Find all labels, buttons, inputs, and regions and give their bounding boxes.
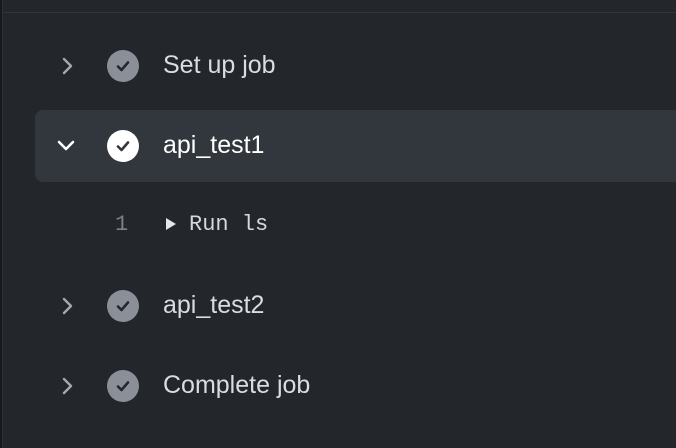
log-text: Run ls [189,212,269,237]
step-label: api_test2 [163,291,265,319]
chevron-down-icon[interactable] [55,135,77,157]
line-number: 1 [115,212,129,237]
step-complete-job[interactable]: Complete job [3,350,676,422]
chevron-right-icon[interactable] [57,295,79,317]
chevron-right-icon[interactable] [57,55,79,77]
check-circle-icon [107,130,139,162]
check-circle-icon [107,290,139,322]
log-line[interactable]: 1 Run ls [3,196,676,256]
chevron-right-icon[interactable] [57,375,79,397]
step-api-test1[interactable]: api_test1 [35,110,676,182]
step-set-up-job[interactable]: Set up job [3,30,676,102]
step-label: api_test1 [163,131,265,159]
step-api-test2[interactable]: api_test2 [3,270,676,342]
check-circle-icon [107,370,139,402]
step-label: Complete job [163,371,311,399]
step-label: Set up job [163,51,276,79]
check-circle-icon [107,50,139,82]
top-divider [3,12,676,13]
triangle-right-icon[interactable] [163,214,179,234]
